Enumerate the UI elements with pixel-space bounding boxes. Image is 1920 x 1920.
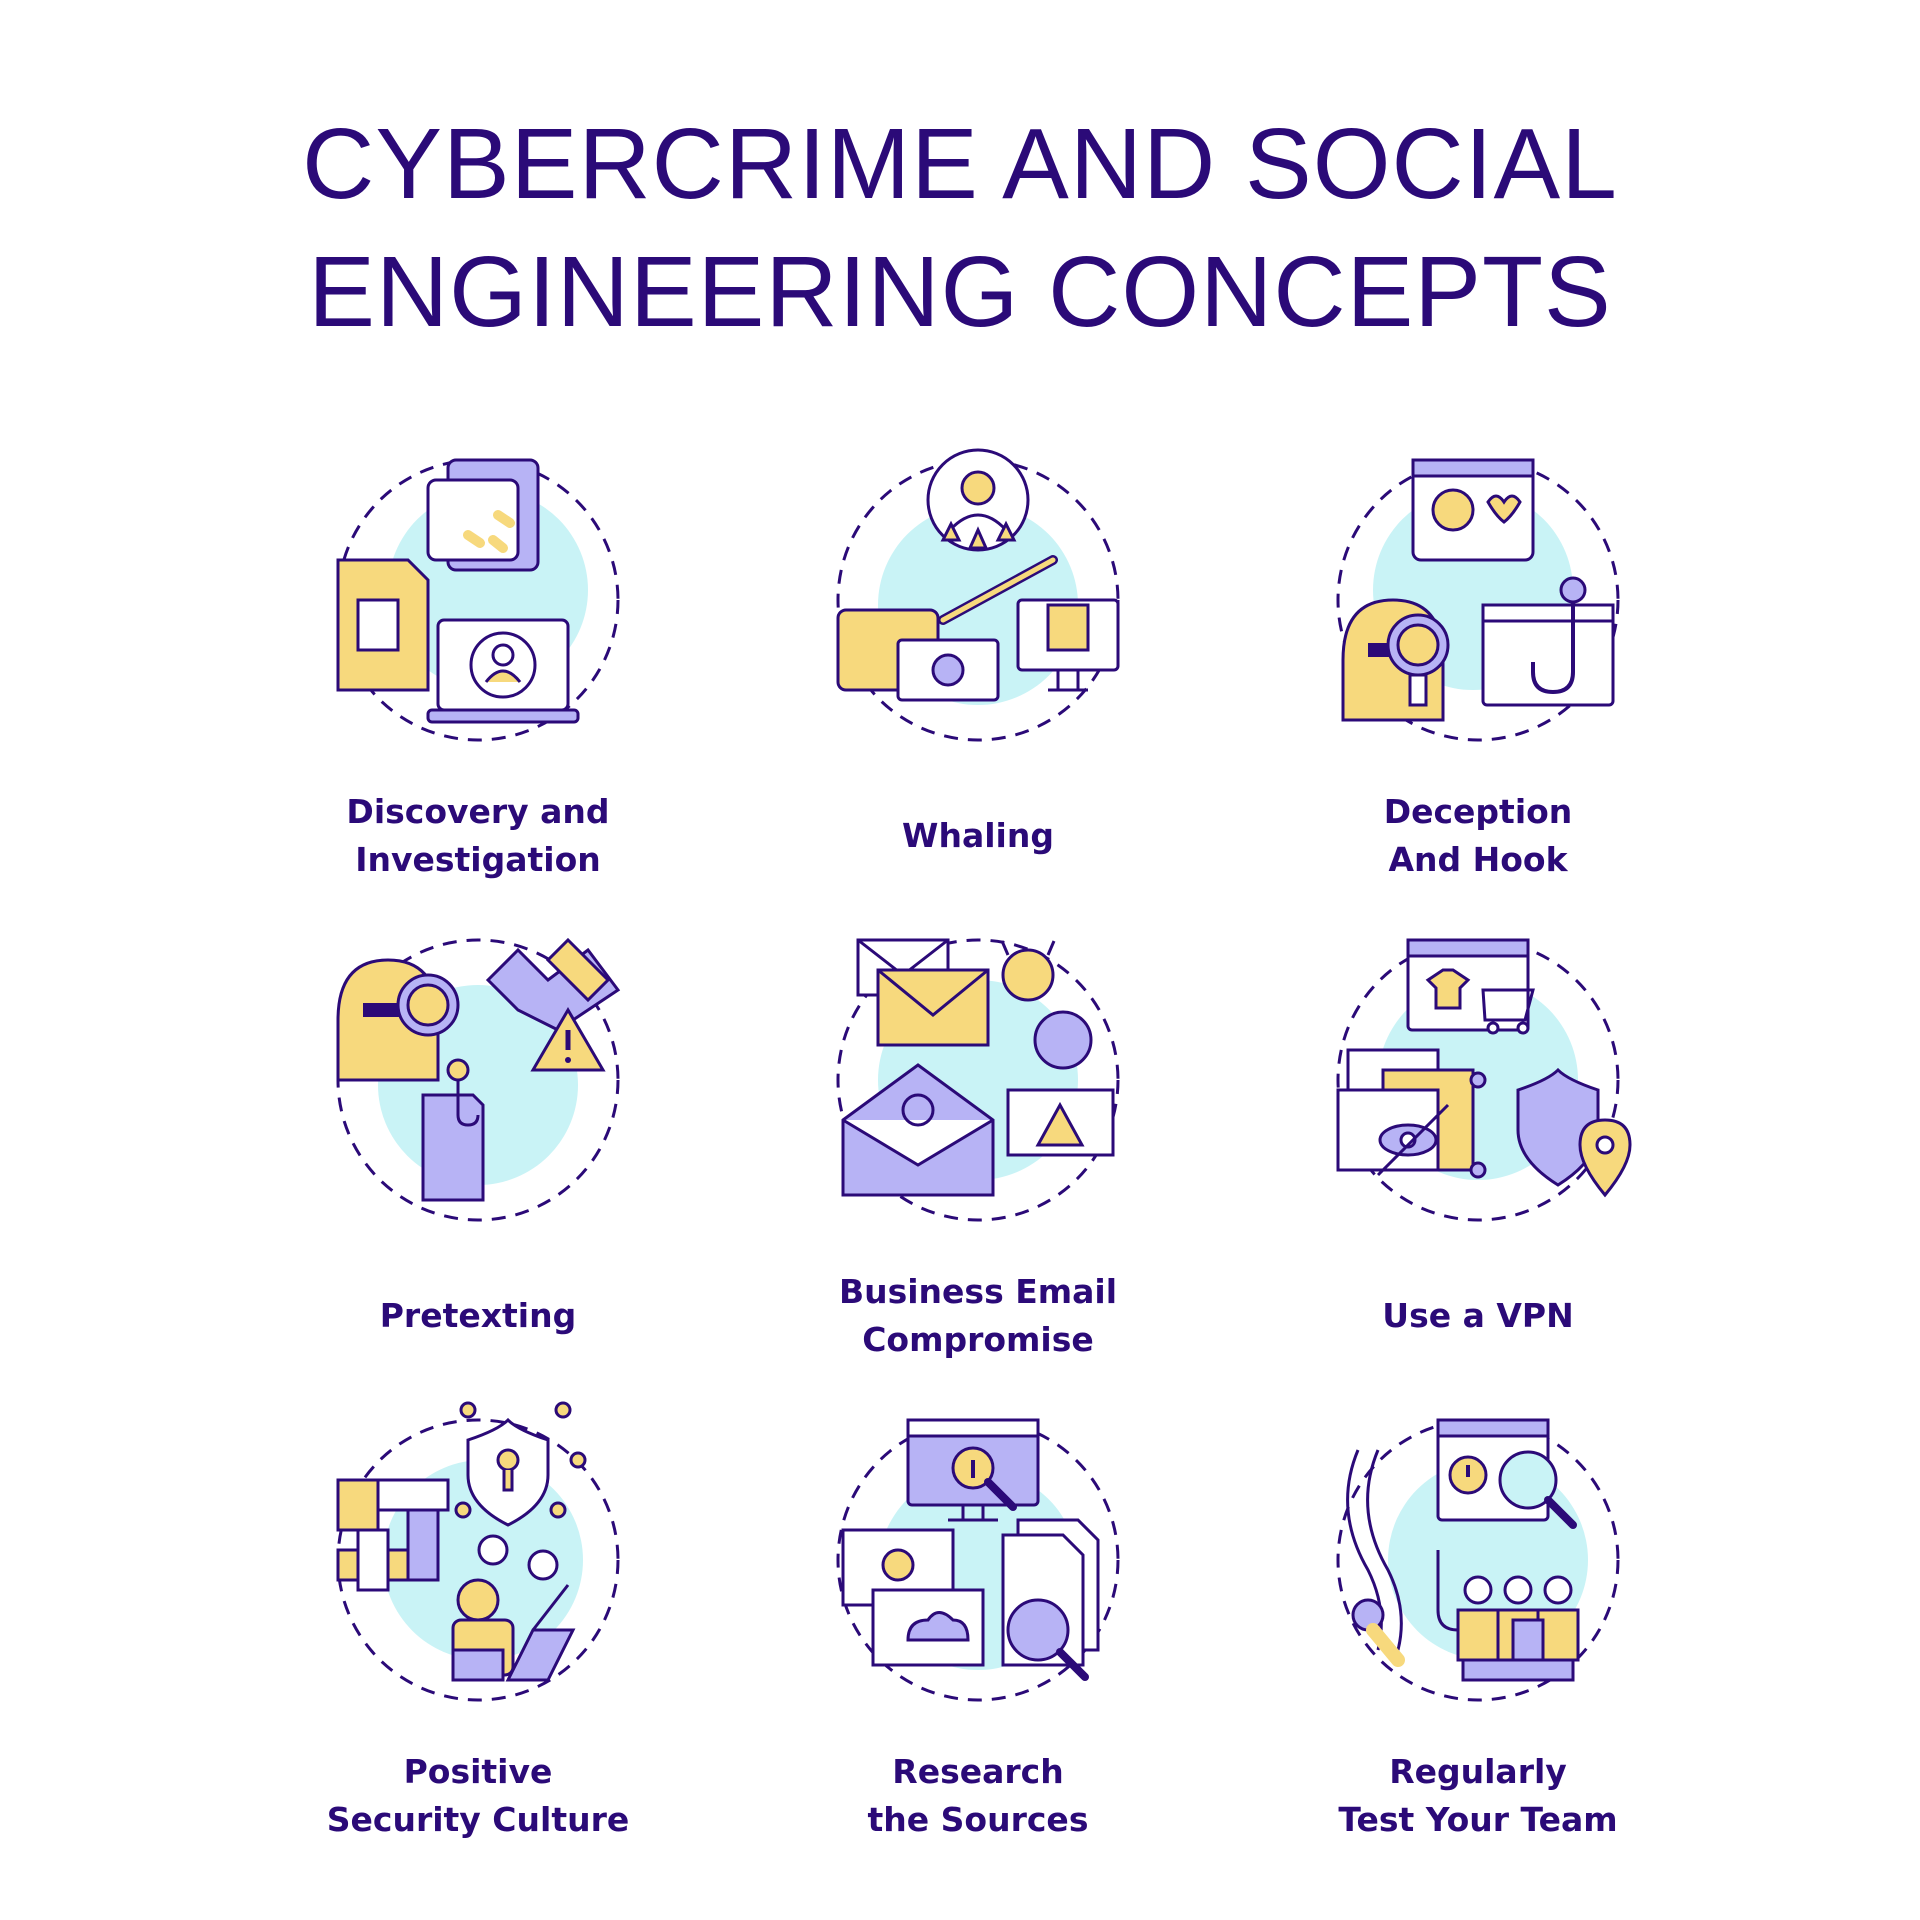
test-team-icon bbox=[1336, 1418, 1620, 1702]
concept-deception-hook: Deception And Hook bbox=[1228, 440, 1728, 884]
concept-label: Discovery and Investigation bbox=[346, 792, 610, 879]
concept-label: Research the Sources bbox=[867, 1752, 1089, 1839]
vpn-icon bbox=[1336, 938, 1632, 1222]
concept-label: Use a VPN bbox=[1382, 1296, 1574, 1335]
concept-business-email: Business Email Compromise bbox=[728, 920, 1228, 1364]
concept-label: Positive Security Culture bbox=[326, 1752, 630, 1839]
concept-label: Pretexting bbox=[379, 1296, 577, 1335]
concept-vpn: Use a VPN bbox=[1228, 920, 1728, 1364]
business-email-icon bbox=[836, 938, 1120, 1222]
concept-whaling: Whaling bbox=[728, 440, 1228, 884]
security-culture-icon bbox=[336, 1401, 620, 1702]
concept-pretexting: Pretexting bbox=[228, 920, 728, 1364]
concept-label: Regularly Test Your Team bbox=[1338, 1752, 1618, 1839]
page-title: CYBERCRIME AND SOCIAL ENGINEERING CONCEP… bbox=[0, 100, 1920, 356]
concept-discovery: Discovery and Investigation bbox=[228, 440, 728, 884]
concept-research: Research the Sources bbox=[728, 1400, 1228, 1844]
concept-label: Deception And Hook bbox=[1383, 792, 1573, 879]
concept-label: Business Email Compromise bbox=[838, 1272, 1118, 1359]
concept-test-team: Regularly Test Your Team bbox=[1228, 1400, 1728, 1844]
title-line-1: CYBERCRIME AND SOCIAL bbox=[302, 108, 1618, 220]
title-line-2: ENGINEERING CONCEPTS bbox=[308, 236, 1612, 348]
concept-security-culture: Positive Security Culture bbox=[228, 1400, 728, 1844]
whaling-icon bbox=[836, 448, 1120, 742]
deception-hook-icon bbox=[1336, 458, 1620, 742]
discovery-icon bbox=[336, 458, 620, 742]
pretexting-icon bbox=[336, 937, 621, 1222]
concept-label: Whaling bbox=[902, 816, 1054, 855]
research-icon bbox=[836, 1418, 1120, 1702]
